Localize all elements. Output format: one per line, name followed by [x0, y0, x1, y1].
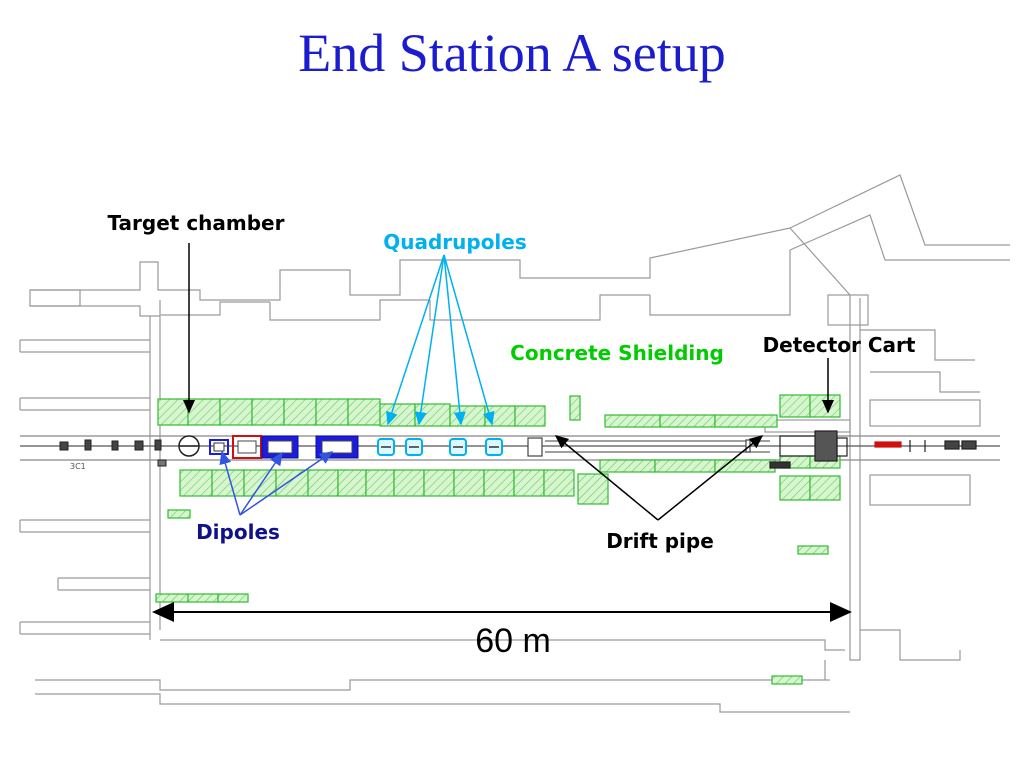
target-chamber-label: Target chamber	[107, 211, 284, 235]
drift-pipe-label: Drift pipe	[606, 529, 714, 553]
slide-title: End Station A setup	[298, 23, 726, 83]
concrete-shielding-lower	[179, 455, 841, 505]
dipole-magnets	[209, 435, 359, 459]
detector-cart	[769, 430, 977, 469]
beamline-tag: 3C1	[70, 462, 86, 471]
concrete-shielding-label: Concrete Shielding	[510, 341, 724, 365]
quadrupoles-arrows	[386, 254, 495, 426]
drift-pipe-arrows	[554, 435, 764, 521]
building-outline	[19, 174, 1010, 713]
detector-cart-label: Detector Cart	[763, 333, 916, 357]
dipoles-arrows	[219, 450, 334, 516]
quadrupoles-label: Quadrupoles	[383, 230, 527, 254]
drift-pipe	[527, 437, 751, 457]
upstream-components	[59, 439, 167, 467]
beam-line	[20, 435, 1000, 461]
quadrupole-magnets	[377, 438, 503, 456]
target-chamber	[178, 435, 200, 457]
concrete-shielding-upper	[157, 394, 841, 428]
dipoles-label: Dipoles	[196, 520, 280, 544]
scale-label: 60 m	[475, 622, 551, 660]
